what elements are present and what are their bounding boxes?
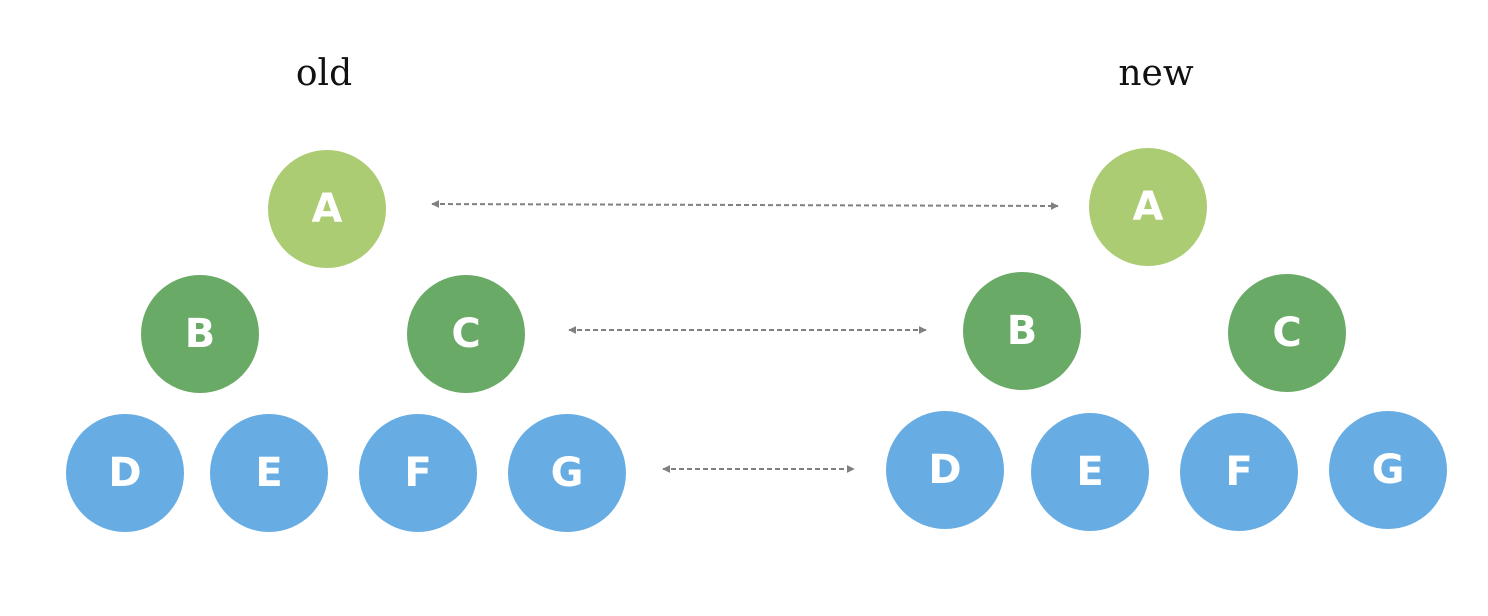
new-tree-title: new [1118,53,1194,94]
level-0-compare-arrow [431,200,1059,210]
old-node-a: A [268,150,386,268]
new-node-b: B [963,272,1081,390]
old-node-c: C [407,275,525,393]
new-node-c: C [1228,274,1346,392]
old-node-d: D [66,414,184,532]
old-node-f: F [359,414,477,532]
old-node-b: B [141,275,259,393]
old-node-e: E [210,414,328,532]
new-node-f: F [1180,413,1298,531]
old-tree-title: old [295,53,353,94]
new-node-d: D [886,411,1004,529]
new-node-g: G [1329,411,1447,529]
new-node-a: A [1089,148,1207,266]
new-node-e: E [1031,413,1149,531]
old-node-g: G [508,414,626,532]
